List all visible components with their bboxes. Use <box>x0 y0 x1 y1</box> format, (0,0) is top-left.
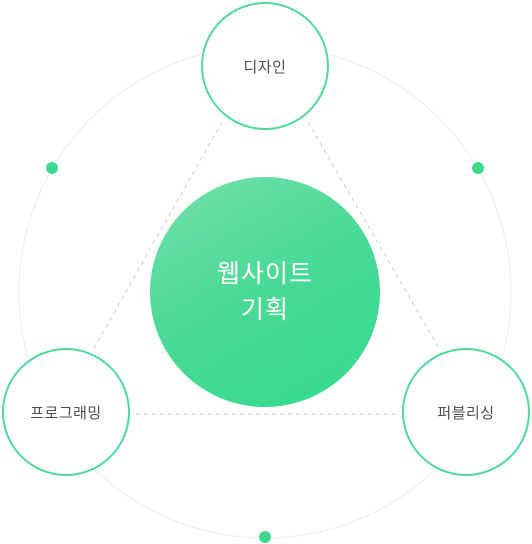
node-design-label: 디자인 <box>243 57 287 76</box>
node-publishing-label: 퍼블리싱 <box>437 403 495 422</box>
node-publishing: 퍼블리싱 <box>402 348 530 476</box>
dashed-line-top-left <box>92 121 223 351</box>
ring-dot-left <box>46 162 58 174</box>
ring-dot-right <box>472 162 484 174</box>
node-programming: 프로그래밍 <box>2 348 130 476</box>
center-title-line2: 기획 <box>240 295 289 324</box>
center-title-line1: 웹사이트 <box>216 259 313 288</box>
ring-dot-bottom <box>259 531 271 543</box>
center-circle: 웹사이트 기획 <box>150 177 380 407</box>
node-programming-label: 프로그래밍 <box>30 403 102 422</box>
node-design: 디자인 <box>201 2 329 130</box>
dashed-line-top-right <box>307 121 441 351</box>
